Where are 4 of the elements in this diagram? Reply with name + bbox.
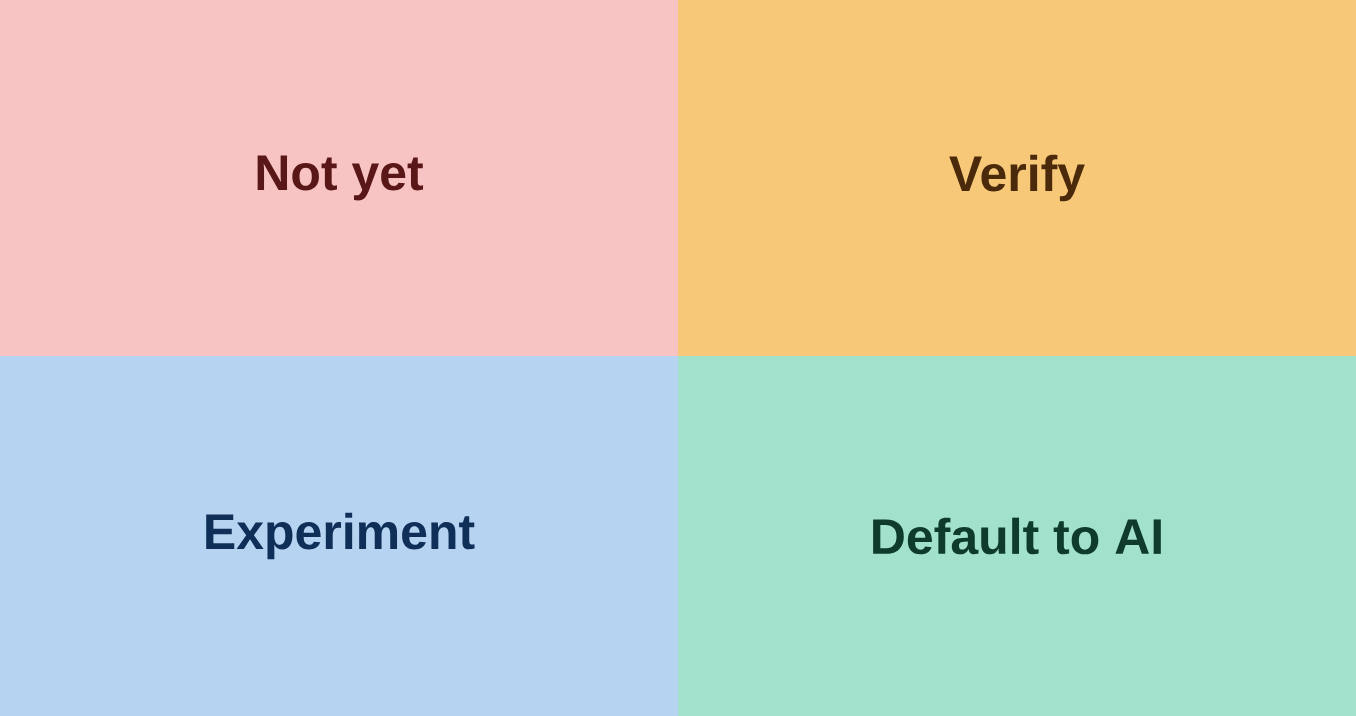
quadrant-box: Not yet (0, 0, 678, 356)
quadrant-box: Experiment (0, 356, 678, 716)
quadrant-box: Default to AI (678, 356, 1356, 716)
quadrant-box: Verify (678, 0, 1356, 356)
